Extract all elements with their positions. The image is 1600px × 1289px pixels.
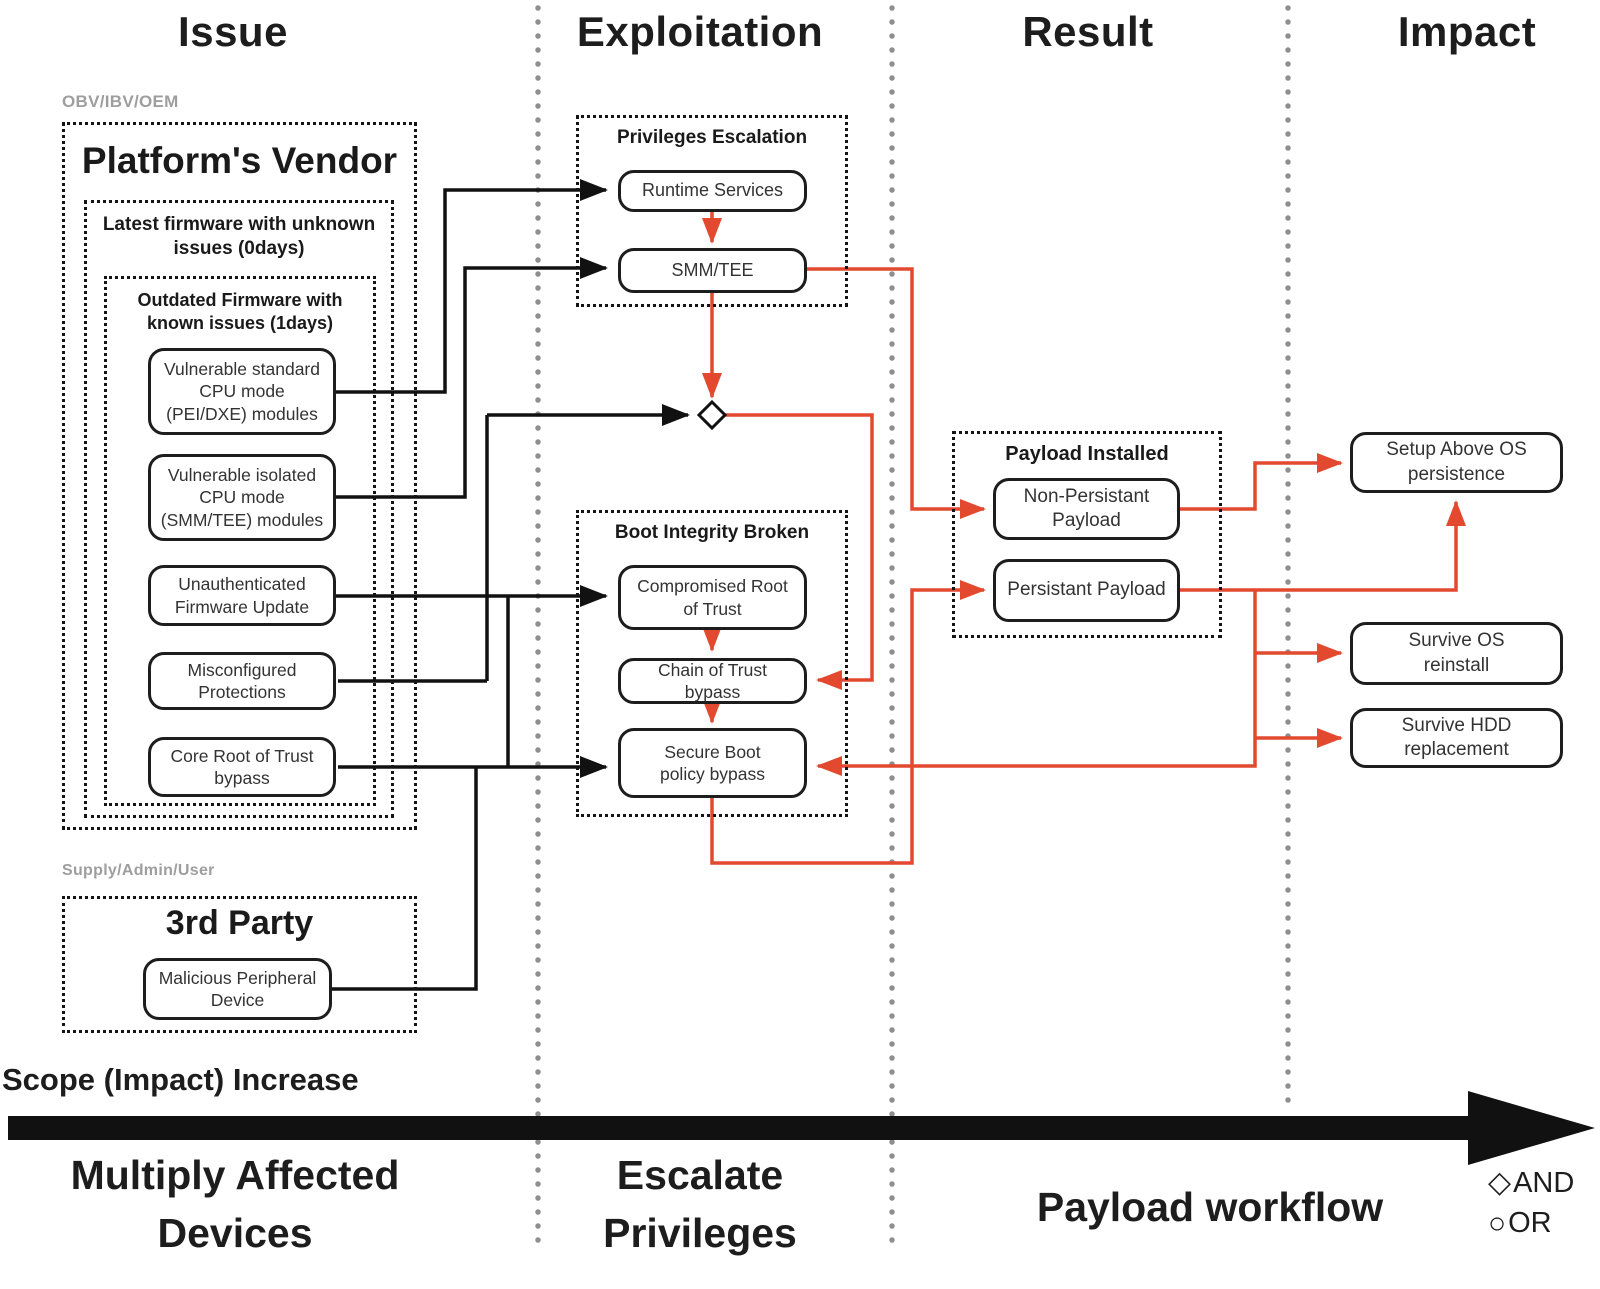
and-gate-diamond-icon [696,399,728,431]
legend-and-label: AND [1513,1166,1575,1199]
node-persistent-payload: Persistant Payload [993,559,1180,622]
node-malicious-peripheral-device: Malicious Peripheral Device [143,958,332,1020]
payload-workflow-label: Payload workflow [1036,1184,1384,1230]
node-secure-boot-policy-bypass: Secure Boot policy bypass [618,728,807,798]
node-non-persistent-payload: Non-Persistant Payload [993,478,1180,540]
edge-persistent-trunk-to-secure-boot [816,590,1257,776]
vendor-tag-label: OBV/IBV/OEM [62,92,179,111]
legend-and-row: ◇ AND [1488,1163,1574,1204]
third-party-title: 3rd Party [165,904,314,942]
node-vulnerable-standard-cpu: Vulnerable standard CPU mode (PEI/DXE) m… [148,348,336,435]
column-header-impact: Impact [1397,8,1537,55]
edge-vuln-isolated-to-smmtee [335,257,608,499]
scope-increase-label: Scope (Impact) Increase [2,1062,359,1097]
node-unauthenticated-firmware-update: Unauthenticated Firmware Update [148,565,336,626]
payload-installed-group [952,431,1222,638]
edge-malicious-device-up [332,767,478,991]
or-circle-icon: ○ [1488,1206,1507,1240]
edge-secure-boot-to-persistent [710,580,986,865]
latest-firmware-title: Latest firmware with unknown issues (0da… [102,214,376,259]
node-compromised-root-of-trust: Compromised Root of Trust [618,565,807,630]
third-party-tag-label: Supply/Admin/User [62,862,215,879]
column-header-issue: Issue [178,8,288,55]
edge-persistent-to-setup-bottom [1180,500,1466,592]
edge-non-persistent-to-setup [1180,453,1343,511]
outdated-firmware-group [104,276,376,806]
and-diamond-icon: ◇ [1488,1166,1512,1199]
node-chain-of-trust-bypass: Chain of Trust bypass [618,658,807,704]
platforms-vendor-title: Platform's Vendor [81,140,398,181]
node-vulnerable-isolated-cpu: Vulnerable isolated CPU mode (SMM/TEE) m… [148,454,336,541]
boot-integrity-title: Boot Integrity Broken [614,522,810,543]
black-connectors [332,179,690,991]
third-party-group [62,896,417,1033]
node-setup-above-os-persistence: Setup Above OS persistence [1350,432,1563,493]
outdated-firmware-title: Outdated Firmware with known issues (1da… [137,290,343,333]
column-separators [535,5,1291,1249]
multiply-affected-devices-label: Multiply Affected Devices [70,1152,400,1257]
payload-installed-title: Payload Installed [1005,443,1169,465]
legend-or-label: OR [1508,1207,1552,1240]
latest-firmware-group [84,200,394,818]
gate-legend: ◇ AND ○ OR [1488,1163,1574,1244]
edge-smmtee-to-non-persistent [807,267,986,519]
column-header-result: Result [1022,8,1154,55]
node-survive-hdd-replacement: Survive HDD replacement [1350,708,1563,768]
privileges-escalation-title: Privileges Escalation [616,127,808,148]
node-smm-tee: SMM/TEE [618,248,807,293]
node-misconfigured-protections: Misconfigured Protections [148,652,336,710]
edge-vuln-standard-to-runtime [335,179,608,394]
node-core-root-of-trust-bypass: Core Root of Trust bypass [148,737,336,797]
privileges-escalation-group [576,115,848,307]
scope-increase-arrow [8,1091,1595,1165]
column-header-exploitation: Exploitation [576,8,824,55]
platforms-vendor-group [62,122,417,830]
escalate-privileges-label: Escalate Privileges [603,1152,797,1257]
legend-or-row: ○ OR [1488,1204,1574,1245]
node-runtime-services: Runtime Services [618,170,807,212]
boot-integrity-group [576,510,848,817]
node-survive-os-reinstall: Survive OS reinstall [1350,622,1563,685]
